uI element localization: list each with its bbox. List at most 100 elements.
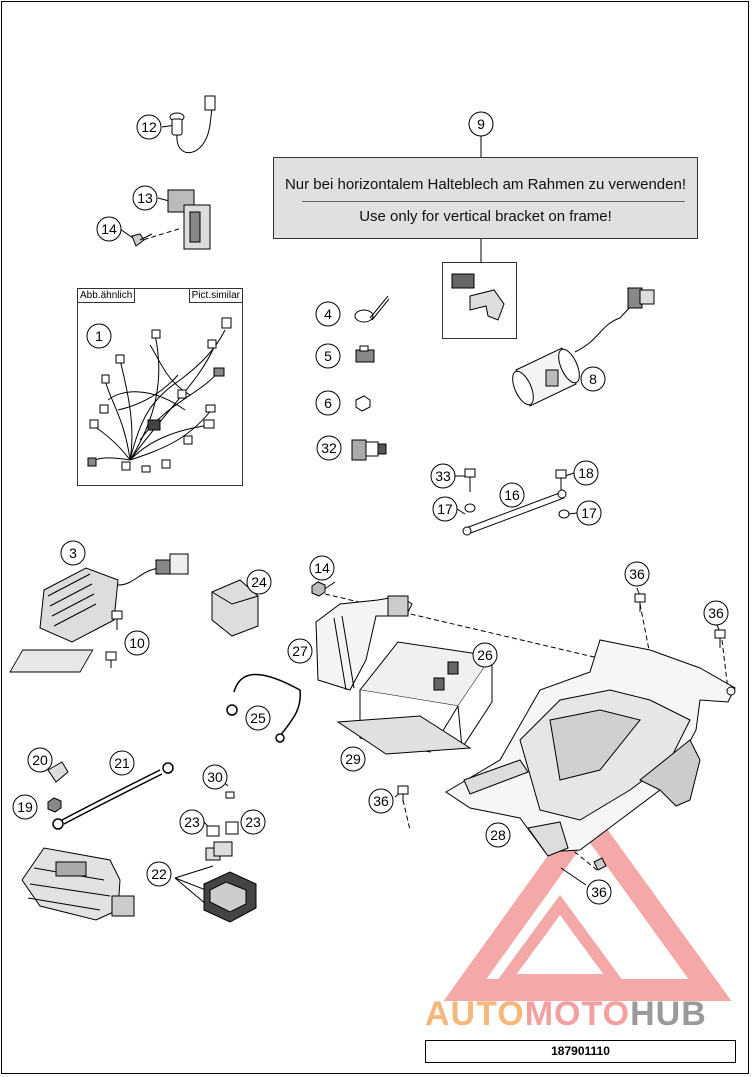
callout-number: 3 xyxy=(69,545,77,561)
callout-c20: 20 xyxy=(27,747,53,773)
callout-number: 23 xyxy=(184,814,200,830)
part-30-fuse xyxy=(225,791,235,799)
part-33-screw xyxy=(464,468,476,492)
callout-circle xyxy=(432,496,458,522)
callout-c25: 25 xyxy=(245,705,271,731)
callout-circle xyxy=(124,630,150,656)
callout-circle xyxy=(132,185,158,211)
part-10-screws xyxy=(105,610,123,668)
harness-label-german: Abb.ähnlich xyxy=(78,289,136,303)
callout-c23b: 23 xyxy=(240,809,266,835)
part-25-cable xyxy=(226,673,301,743)
callout-c33: 33 xyxy=(430,463,456,489)
part-4-cable-tie xyxy=(354,295,390,323)
harness-connectors xyxy=(87,317,232,473)
callout-number: 20 xyxy=(32,752,48,768)
callout-c17a: 17 xyxy=(432,496,458,522)
callout-number: 27 xyxy=(292,643,308,659)
callout-number: 36 xyxy=(629,566,645,582)
part-24-cover xyxy=(211,579,259,637)
callout-number: 22 xyxy=(151,866,167,882)
callout-number: 26 xyxy=(477,647,493,663)
callout-circle xyxy=(430,463,456,489)
callout-circle xyxy=(246,569,272,595)
callout-number: 33 xyxy=(435,468,451,484)
part-21-starter-cable xyxy=(52,762,174,830)
part-14-screw-top xyxy=(131,233,153,247)
callout-c5: 5 xyxy=(315,343,341,369)
callout-number: 17 xyxy=(581,505,597,521)
callout-c23a: 23 xyxy=(179,809,205,835)
callout-circle xyxy=(27,747,53,773)
part-27-bracket xyxy=(315,595,413,691)
callout-number: 10 xyxy=(129,635,145,651)
callout-c18: 18 xyxy=(573,460,599,486)
callout-number: 36 xyxy=(373,793,389,809)
part-17-washers xyxy=(464,503,570,519)
callout-c30: 30 xyxy=(202,764,228,790)
callout-c19: 19 xyxy=(12,794,38,820)
part-20-cap xyxy=(47,761,69,783)
callout-c14a: 14 xyxy=(96,216,122,242)
callout-circle xyxy=(202,764,228,790)
callout-circle xyxy=(573,460,599,486)
callout-c10: 10 xyxy=(124,630,150,656)
callout-circle xyxy=(86,323,112,349)
callout-circle xyxy=(316,435,342,461)
watermark-part-auto: AUTO xyxy=(425,995,525,1033)
part-23-fuses xyxy=(206,821,239,837)
callout-number: 5 xyxy=(324,348,332,364)
callout-circle xyxy=(136,114,162,140)
callout-number: 25 xyxy=(250,710,266,726)
notice-english: Use only for vertical bracket on frame! xyxy=(359,208,612,225)
callout-c1: 1 xyxy=(86,323,112,349)
callout-number: 6 xyxy=(324,395,332,411)
callout-circle xyxy=(315,343,341,369)
callout-number: 29 xyxy=(345,751,361,767)
callout-circle xyxy=(580,366,606,392)
callout-c6: 6 xyxy=(315,390,341,416)
harness-detail-frame: Abb.ähnlich Pict.similar xyxy=(77,288,243,486)
callout-number: 9 xyxy=(477,116,485,132)
part-32-connector xyxy=(351,439,387,461)
callout-circle xyxy=(245,705,271,731)
callout-c13: 13 xyxy=(132,185,158,211)
part-18-screw xyxy=(555,469,567,490)
watermark-part-moto: MOTO xyxy=(524,995,631,1033)
callout-c12: 12 xyxy=(136,114,162,140)
notice-divider xyxy=(302,201,685,202)
part-13-relay-holder xyxy=(167,189,211,250)
callout-number: 19 xyxy=(17,799,33,815)
callout-number: 28 xyxy=(490,827,506,843)
reference-number: 187901110 xyxy=(425,1040,736,1063)
callout-number: 1 xyxy=(95,328,103,344)
callout-circle xyxy=(240,809,266,835)
watermark-logo: AUTOMOTOHUB xyxy=(425,996,707,1032)
callout-circle xyxy=(703,600,729,626)
callout-c36a: 36 xyxy=(624,561,650,587)
callout-c28: 28 xyxy=(485,822,511,848)
callout-number: 13 xyxy=(137,190,153,206)
callout-number: 32 xyxy=(321,440,337,456)
callout-c4: 4 xyxy=(315,301,341,327)
callout-c32: 32 xyxy=(316,435,342,461)
callout-c16: 16 xyxy=(499,482,525,508)
callout-number: 16 xyxy=(504,487,520,503)
part-29-pad xyxy=(336,715,472,755)
part-5-connector xyxy=(355,345,375,363)
callout-c29: 29 xyxy=(340,746,366,772)
callout-c36d: 36 xyxy=(586,879,612,905)
callout-c21: 21 xyxy=(109,750,135,776)
callout-number: 21 xyxy=(114,755,130,771)
callout-number: 17 xyxy=(437,501,453,517)
notice-german: Nur bei horizontalem Halteblech am Rahme… xyxy=(284,176,687,193)
callout-c36b: 36 xyxy=(703,600,729,626)
part-22-relay xyxy=(203,841,257,923)
callout-circle xyxy=(485,822,511,848)
callout-number: 12 xyxy=(141,119,157,135)
callout-circle xyxy=(287,638,313,664)
